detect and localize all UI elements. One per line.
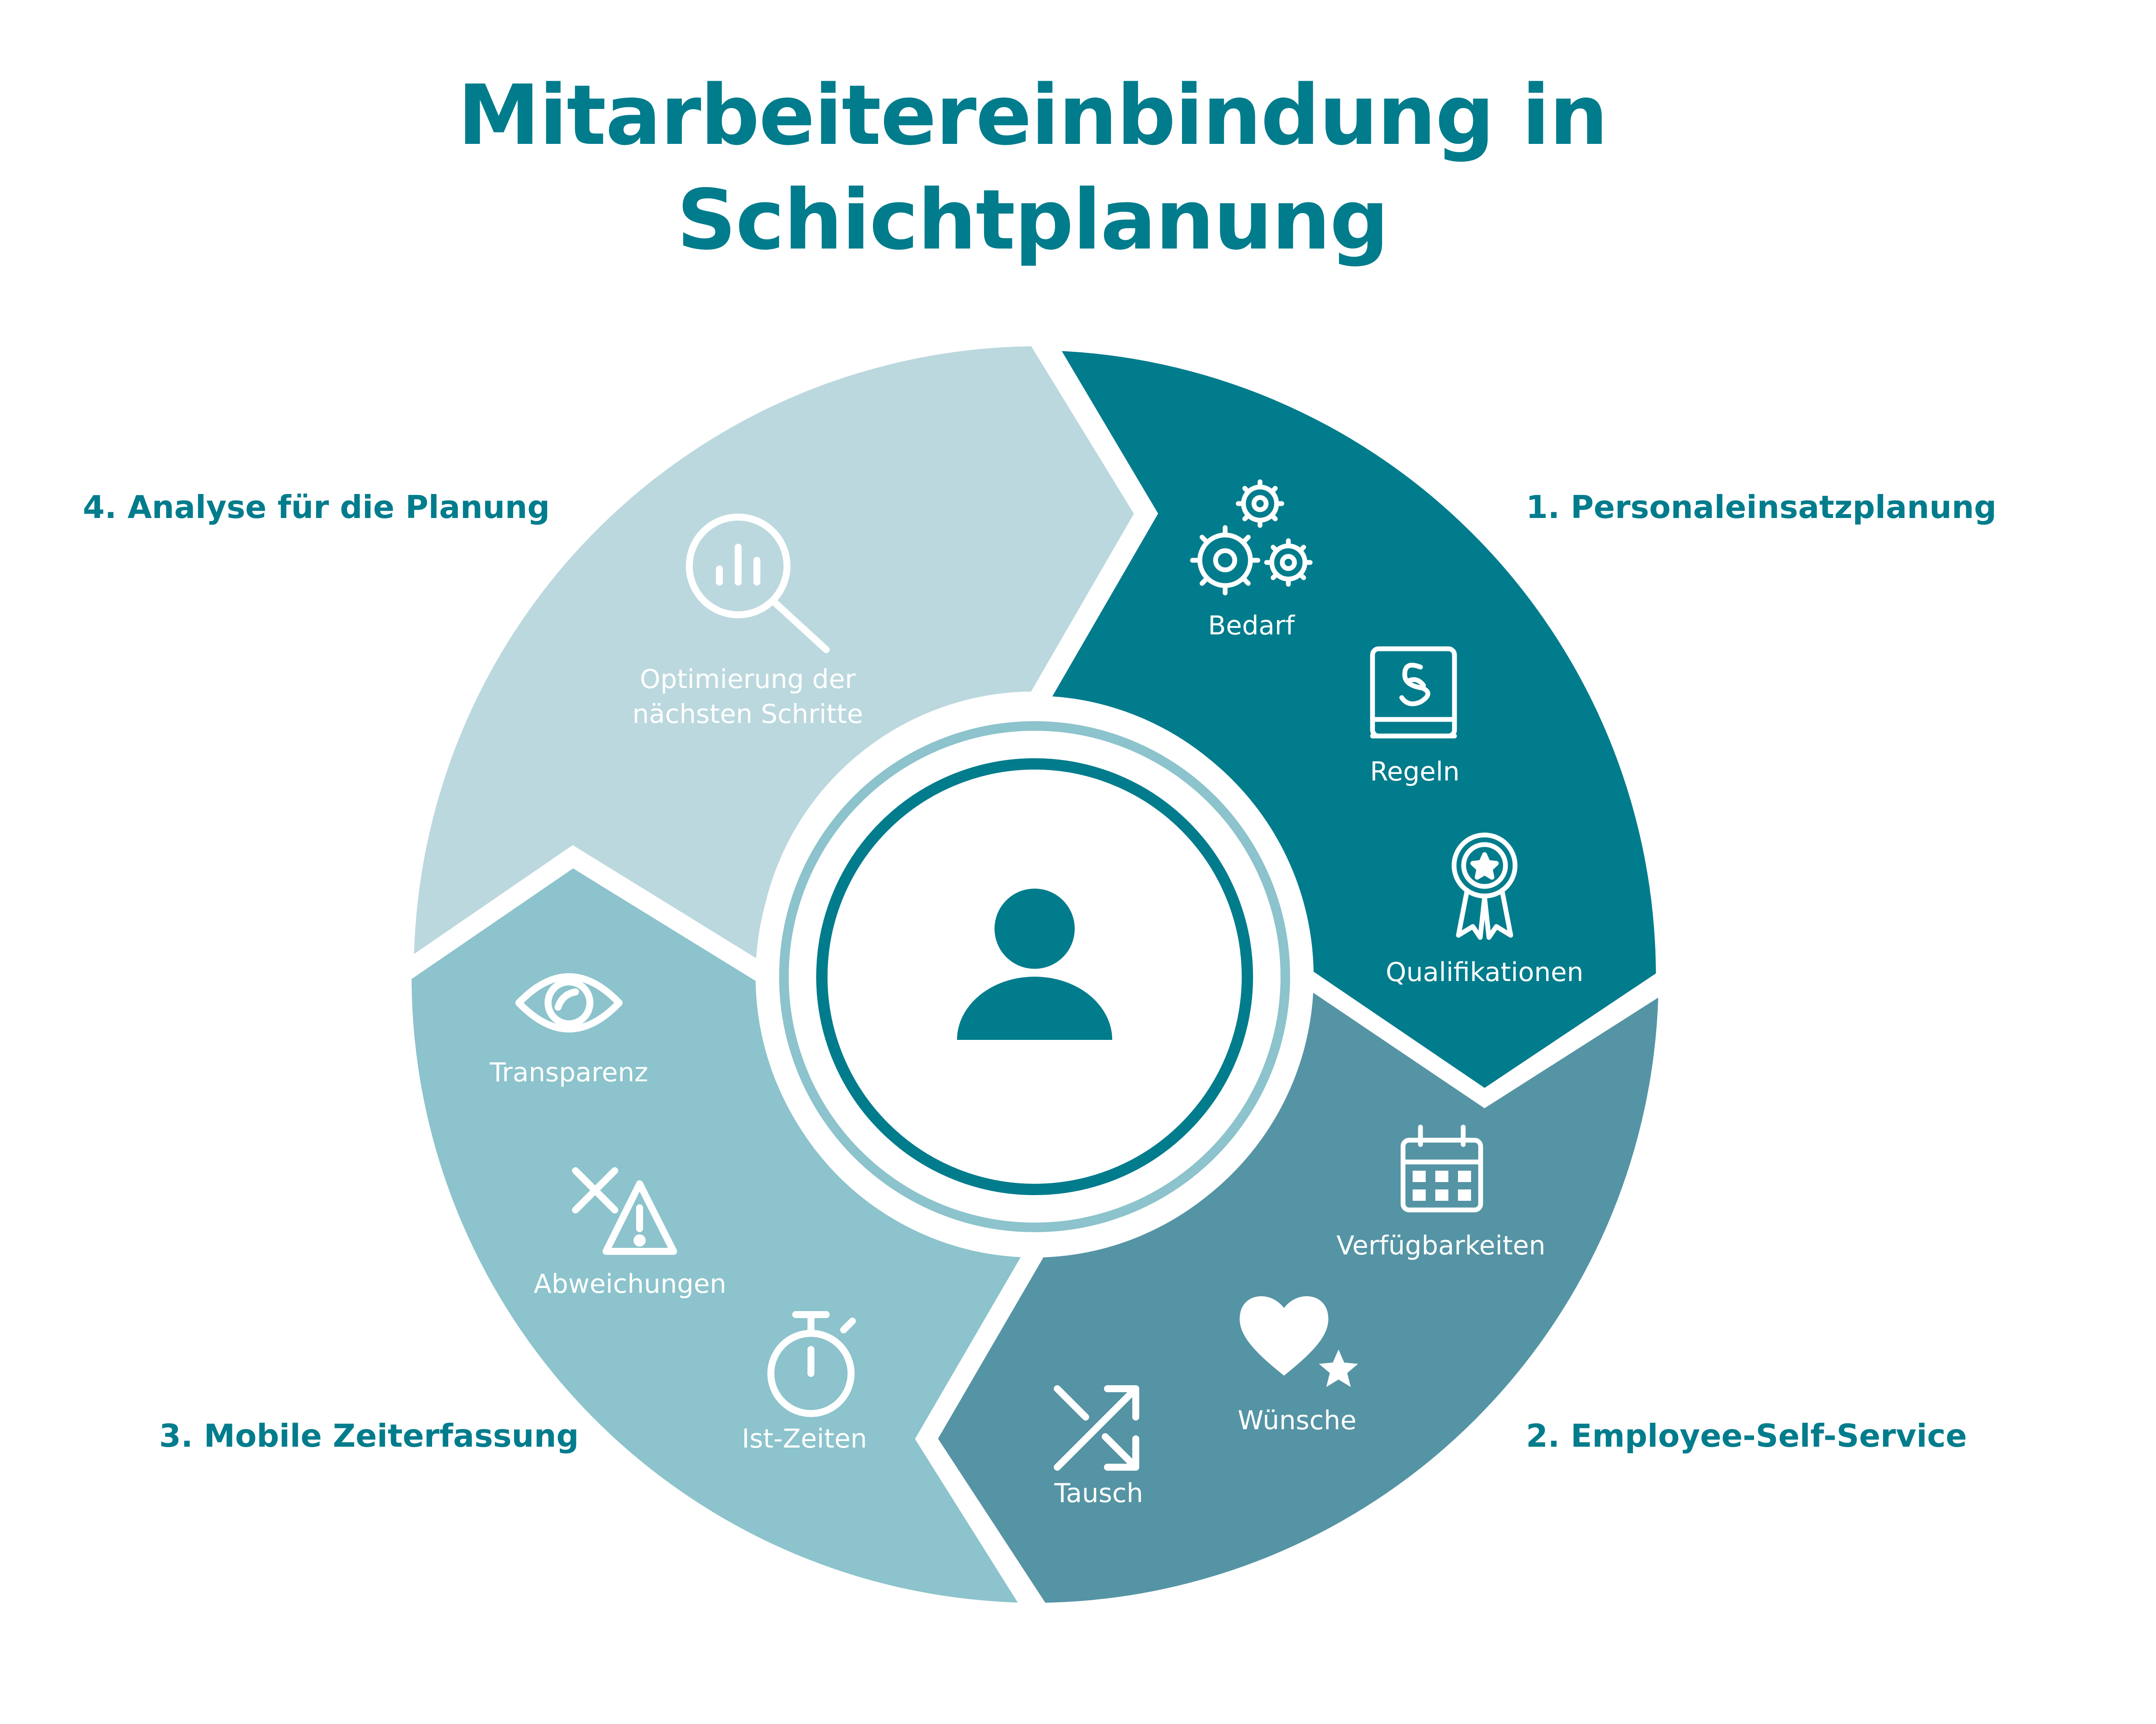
magnifier-chart-icon (686, 514, 830, 653)
item-label-wuensche: Wünsche (1238, 1405, 1356, 1436)
shuffle-icon (1054, 1385, 1139, 1471)
calendar-icon (1400, 1124, 1483, 1213)
stopwatch-icon (767, 1311, 856, 1417)
heart-star-icon (1240, 1296, 1358, 1387)
item-label-qualifikationen: Qualifikationen (1386, 957, 1584, 988)
item-label-transparenz: Transparenz (489, 1057, 648, 1088)
item-label-ist-zeiten: Ist-Zeiten (742, 1424, 867, 1454)
title-line-1: Mitarbeitereinbindung in (457, 67, 1607, 164)
center-inner-ring (816, 758, 1253, 1195)
gears-icon (1190, 479, 1313, 596)
item-label-optimierung-line-2: nächsten Schritte (632, 699, 863, 729)
award-ribbon-icon (1451, 832, 1518, 940)
law-book-icon (1370, 646, 1457, 739)
item-label-optimierung-line-1: Optimierung der (640, 664, 855, 695)
segment-label-1: 1. Personaleinsatzplanung (1526, 489, 1996, 525)
item-label-abweichungen: Abweichungen (534, 1269, 726, 1299)
eye-icon (515, 973, 623, 1032)
segment-label-3: 3. Mobile Zeiterfassung (159, 1417, 579, 1454)
item-label-bedarf: Bedarf (1208, 610, 1296, 641)
title-line-2: Schichtplanung (677, 172, 1388, 268)
center-outer-ring (779, 721, 1290, 1232)
segment-label-2: 2. Employee-Self-Service (1526, 1417, 1967, 1454)
item-label-regeln: Regeln (1370, 756, 1460, 787)
person-icon (957, 889, 1112, 1040)
segment-label-4: 4. Analyse für die Planung (83, 489, 550, 525)
warning-icon (572, 1167, 677, 1255)
item-label-verfuegbarkeiten: Verfügbarkeiten (1336, 1230, 1545, 1261)
item-label-tausch: Tausch (1054, 1478, 1143, 1509)
